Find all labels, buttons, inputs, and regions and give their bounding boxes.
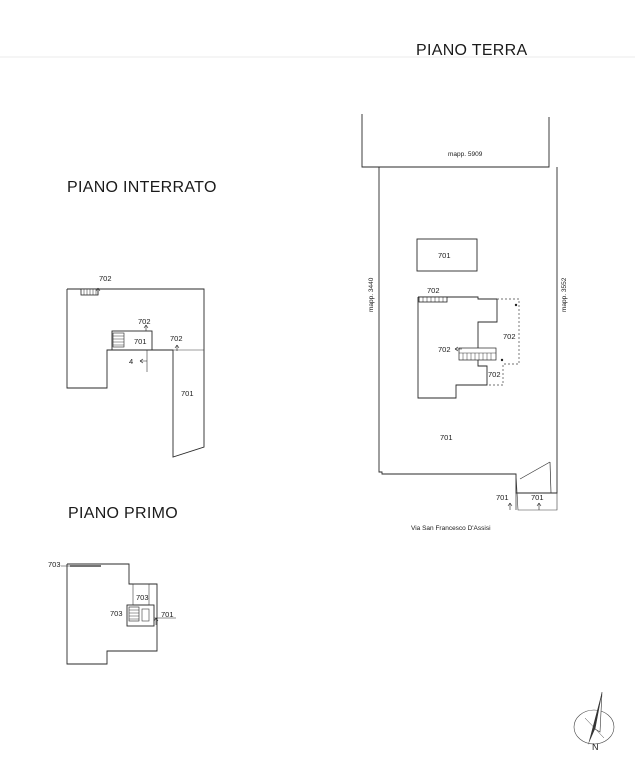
room-center-arrow	[454, 346, 462, 352]
neighbor-top-label: mapp. 5909	[448, 151, 483, 158]
outbuilding-701	[416, 238, 478, 272]
street-label: Via San Francesco D'Assisi	[411, 525, 491, 532]
house-outline	[417, 297, 498, 399]
entry-right-label: 701	[531, 493, 544, 502]
house-left-notch	[418, 296, 497, 300]
ground-stair-treads	[422, 297, 444, 302]
basement-core-stair-treads	[113, 335, 124, 346]
basement-stair-arrow	[95, 287, 101, 295]
basement-702-b-arrow	[174, 344, 180, 351]
title-piano-interrato: PIANO INTERRATO	[67, 179, 217, 196]
first-floor-plan: 703 703 703 701	[48, 560, 176, 665]
yard-label: 701	[440, 433, 453, 442]
basement-room-702-a: 702	[138, 317, 151, 326]
basement-room-702-b: 702	[170, 334, 183, 343]
neighbor-parcel-top	[361, 114, 550, 168]
first-stair-core	[126, 604, 155, 627]
room-lower-label: 702	[488, 370, 501, 379]
first-stair	[128, 606, 140, 622]
room-right-label: 702	[503, 332, 516, 341]
basement-room-701-b: 701	[181, 389, 194, 398]
room-center-label: 702	[438, 345, 451, 354]
entry-left-label: 701	[496, 493, 509, 502]
lot-outline	[378, 167, 558, 494]
neighbor-left-label: mapp. 3440	[368, 277, 375, 312]
marker-dot-upper	[514, 303, 518, 307]
lot-right-lower	[515, 473, 558, 511]
basement-stair-label: 702	[99, 274, 112, 283]
outbuilding-701-label: 701	[438, 251, 451, 260]
inner-stair	[458, 347, 497, 361]
basement-room-4: 4	[129, 357, 133, 366]
marker-dot-lower	[500, 358, 504, 362]
first-label-right: 701	[161, 610, 174, 619]
north-letter: N	[592, 742, 599, 752]
ground-stair-bar	[418, 296, 448, 303]
first-right-arrow	[153, 617, 159, 625]
basement-outline	[66, 288, 205, 458]
basement-room-4-arrow	[139, 358, 147, 364]
first-label-left: 703	[48, 560, 61, 569]
first-label-center: 703	[110, 609, 123, 618]
title-piano-primo: PIANO PRIMO	[68, 505, 178, 522]
driveway-diagonal	[519, 461, 551, 480]
entry-left-arrow	[507, 502, 513, 510]
first-floor-outline	[66, 563, 158, 665]
basement-core-stair	[112, 332, 125, 348]
entry-right-arrow	[536, 502, 542, 510]
ground-stair-label: 702	[427, 286, 440, 295]
ground-floor-plan: mapp. 5909 mapp. 3440 mapp. 3552 701 702…	[361, 114, 568, 532]
basement-plan: 702 702 701 702 4 701	[66, 274, 205, 458]
basement-core	[111, 330, 153, 351]
basement-core-arrow	[143, 324, 149, 331]
basement-stair-bar	[80, 288, 99, 296]
title-piano-terra: PIANO TERRA	[416, 42, 527, 59]
north-arrow-icon: N	[573, 691, 615, 752]
first-label-upper: 703	[136, 593, 149, 602]
driveway-edge	[549, 461, 552, 494]
basement-room-701-a: 701	[134, 337, 147, 346]
neighbor-right-label: mapp. 3552	[561, 277, 568, 312]
first-stair-landing	[141, 608, 150, 622]
inner-stair-treads	[459, 352, 496, 360]
first-stair-treads	[129, 609, 139, 620]
basement-stair-treads	[83, 289, 97, 295]
